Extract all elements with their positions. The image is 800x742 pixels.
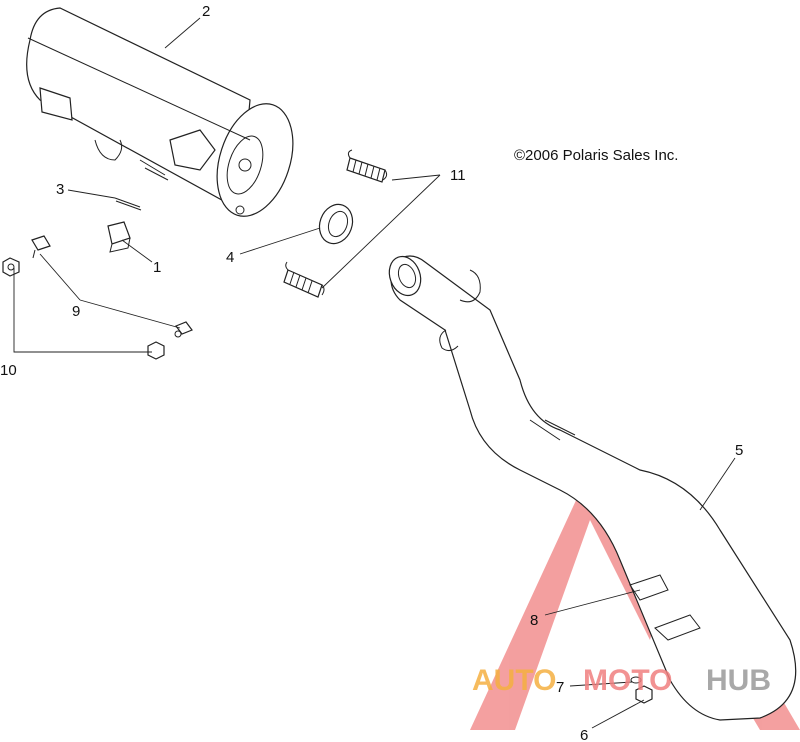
- exhaust-head-pipe: [388, 255, 797, 721]
- spring-lower: [283, 261, 325, 298]
- spring-upper: [346, 149, 388, 183]
- callout-9: 9: [72, 303, 80, 320]
- callout-8: 8: [530, 612, 538, 629]
- washer-7: [630, 676, 642, 684]
- callout-7: 7: [556, 679, 564, 696]
- callout-3: 3: [56, 181, 64, 198]
- muffler-canister: [26, 7, 294, 217]
- nut-left: [2, 257, 20, 277]
- callout-labels: 2 3 1 4 11 9 10 5 8 7 6: [0, 3, 743, 742]
- callout-6: 6: [580, 727, 588, 742]
- nut-hanger: [635, 685, 653, 704]
- callout-1: 1: [153, 259, 161, 276]
- bolt-lower: [174, 321, 193, 338]
- copyright-text: ©2006 Polaris Sales Inc.: [514, 147, 678, 164]
- retaining-pin: [114, 197, 142, 211]
- watermark-hub: HUB: [706, 664, 771, 697]
- watermark-moto: MOTO: [583, 664, 672, 697]
- callout-2: 2: [202, 3, 210, 20]
- callout-4: 4: [226, 249, 234, 266]
- watermark-text: AUTO MOTO HUB: [472, 664, 771, 697]
- exhaust-gasket: [318, 203, 354, 245]
- callout-11: 11: [450, 167, 466, 184]
- callout-10: 10: [0, 362, 17, 379]
- bolt-upper: [31, 235, 51, 259]
- bracket-clip: [107, 221, 131, 253]
- watermark-auto: AUTO: [472, 664, 556, 697]
- callout-5: 5: [735, 442, 743, 459]
- nut-lower: [147, 341, 165, 360]
- leader-lines: [13, 17, 736, 729]
